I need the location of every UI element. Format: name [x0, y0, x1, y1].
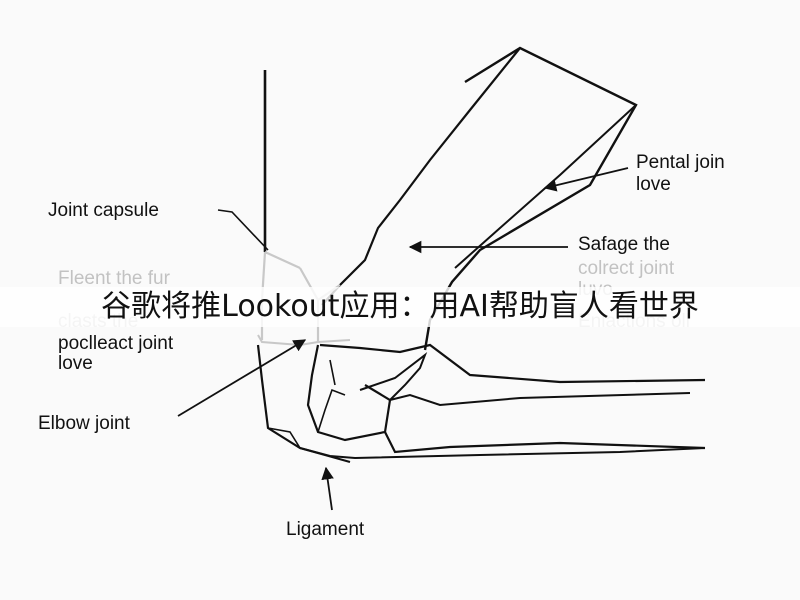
label-joint-capsule: Joint capsule	[48, 200, 159, 221]
label-poclleact-joint-line2: love	[58, 353, 93, 374]
label-pental-join-line2: love	[636, 174, 671, 195]
joint-capsule-pointer	[217, 209, 269, 251]
ulna-shaft-middle	[389, 392, 691, 407]
label-pental-join-line1: Pental join	[636, 152, 725, 173]
forearm-bottom-edge	[299, 447, 706, 460]
label-faded-right-line1: colrect joint	[578, 258, 675, 279]
label-safage-the: Safage the	[578, 234, 670, 255]
olecranon-outline	[256, 344, 351, 464]
ligament-arrow	[321, 466, 334, 511]
pental-join-arrow	[543, 167, 629, 192]
label-poclleact-joint-line1: poclleact joint	[58, 333, 174, 354]
humerus-back-edge	[321, 47, 521, 306]
radius-shaft-lower	[384, 431, 706, 454]
radius-head	[359, 352, 428, 401]
ulna-shaft-top	[319, 343, 706, 384]
label-ligament: Ligament	[286, 519, 365, 540]
bone-detail-lines	[267, 359, 346, 449]
elbow-joint-arrow	[177, 339, 307, 417]
label-elbow-joint: Elbow joint	[38, 413, 130, 434]
overlay-caption: 谷歌将推Lookout应用：用AI帮助盲人看世界	[0, 287, 800, 327]
label-faded-left-line1: Fleent the fur	[58, 268, 170, 289]
ulna-upper-outline	[306, 344, 392, 442]
humerus-inner-edge	[454, 104, 637, 269]
